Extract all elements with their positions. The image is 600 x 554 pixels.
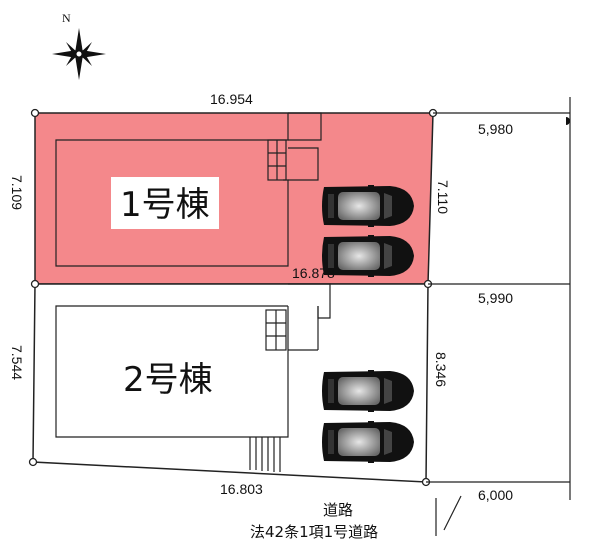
compass-rose-icon: N: [52, 11, 106, 80]
lot-2-building: [55, 283, 331, 472]
road-label: 道路: [323, 501, 353, 519]
lot-2-name: 2号棟: [123, 360, 213, 400]
dim-road-width-3: 6,000: [478, 487, 513, 503]
lot-1-name: 1号棟: [120, 185, 210, 225]
dim-lot1-right: 7.110: [435, 180, 451, 214]
dim-road-width-1: 5,980: [478, 121, 513, 137]
dim-shared-boundary: 16.878: [292, 265, 335, 281]
lot-1-building: [55, 112, 322, 267]
road-classification: 法42条1項1号道路: [250, 523, 378, 541]
lot-2-car-1: [322, 370, 414, 412]
dim-lot2-bottom: 16.803: [220, 481, 263, 497]
dim-lot2-right: 8.346: [433, 352, 449, 387]
road-edge-mark: [566, 117, 570, 125]
dim-lot1-top: 16.954: [210, 91, 253, 107]
dim-road-width-2: 5,990: [478, 290, 513, 306]
north-label: N: [62, 11, 71, 25]
lot-1-label-bg: [111, 177, 219, 229]
dim-lot2-left: 7.544: [9, 345, 25, 380]
lot-1-car-2: [322, 235, 414, 277]
road-lines: [426, 97, 571, 536]
lot-1-car-1: [322, 185, 414, 227]
survey-points: [28, 108, 438, 487]
dim-lot1-left: 7.109: [9, 175, 25, 210]
lot-2-car-2: [322, 421, 414, 463]
